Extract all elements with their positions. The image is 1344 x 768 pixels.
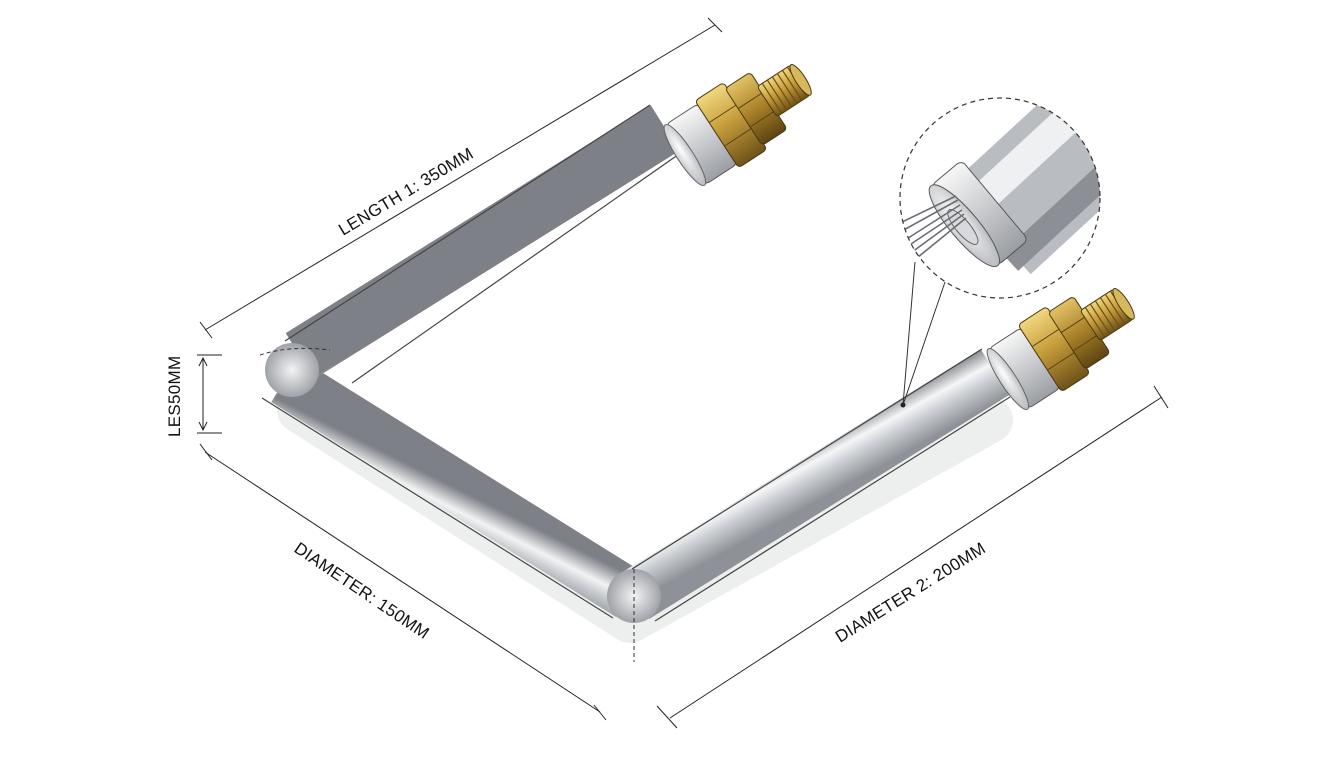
fitting-right [986,288,1135,411]
wire-strands [900,195,967,263]
height-label: LES50MM [165,356,184,437]
fitting-top [663,64,812,187]
pipe-elbow-left [265,343,319,397]
diameter-2-label: DIAMETER 2: 200MM [832,538,989,646]
pipe-segment-length-1 [285,105,680,379]
length-1-label: LENGTH 1: 350MM [335,144,477,239]
pipe-segment-diameter-1 [271,357,644,618]
pipe [259,104,1011,662]
diameter-1-label: DIAMETER: 150MM [291,539,433,643]
pipe-elbow-bottom [607,569,661,623]
pipe-segment-diameter-2 [620,349,1010,619]
dimension-lines [197,17,1169,729]
